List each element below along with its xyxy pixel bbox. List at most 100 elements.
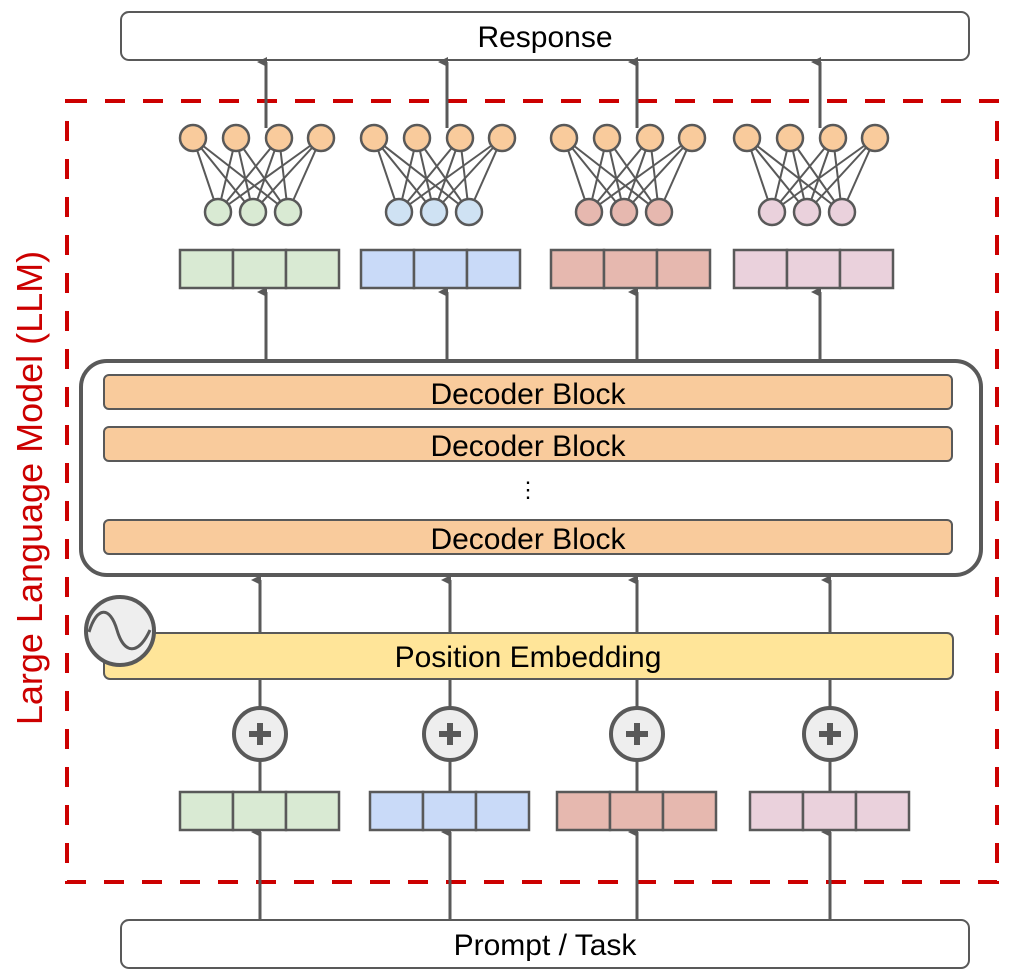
network-edge — [563, 137, 625, 213]
hidden-node — [238, 197, 268, 227]
hidden-node — [644, 197, 674, 227]
token-column-4 — [732, 57, 911, 920]
hidden-node — [384, 197, 414, 227]
hidden-node — [574, 197, 604, 227]
input-embedding-cell — [421, 790, 478, 832]
token-column-1 — [178, 57, 341, 920]
output-embedding-cell — [284, 248, 341, 290]
decoder-block-label: Decoder Block — [430, 523, 626, 556]
output-embedding-cell — [359, 248, 416, 290]
decoder-ellipsis: ⋮ — [517, 477, 539, 502]
input-embedding-cell — [555, 790, 612, 832]
hidden-node — [454, 197, 484, 227]
output-embedding-cell — [412, 248, 469, 290]
input-embedding-cell — [608, 790, 665, 832]
output-embedding-cell — [602, 248, 659, 290]
neural-network-head — [732, 123, 890, 227]
network-edge — [563, 137, 660, 213]
input-embedding-cell — [368, 790, 425, 832]
hidden-node — [419, 197, 449, 227]
output-node — [732, 123, 762, 153]
input-embedding-cell — [801, 790, 858, 832]
output-node — [592, 123, 622, 153]
network-edge — [771, 137, 834, 213]
decoder-block-1: Decoder Block — [103, 374, 953, 411]
output-embedding-cell — [838, 248, 895, 290]
network-edge — [373, 137, 470, 213]
hidden-node — [203, 197, 233, 227]
neural-network-head — [178, 123, 336, 227]
output-node — [264, 123, 294, 153]
llm-label: Large Language Model (LLM) — [9, 251, 50, 725]
output-node — [818, 123, 848, 153]
network-edge — [588, 137, 651, 213]
network-edge — [433, 137, 503, 213]
llm-boundary — [65, 99, 999, 884]
decoder-block-3: Decoder Block — [103, 519, 953, 556]
hidden-node — [827, 197, 857, 227]
network-edge — [398, 137, 503, 213]
position-embedding: Position Embedding — [103, 632, 954, 680]
input-embedding-cell — [178, 790, 235, 832]
network-edge — [746, 137, 808, 213]
network-edge — [606, 137, 660, 213]
network-edge — [806, 137, 876, 213]
response-box: Response — [120, 11, 970, 61]
token-column-3 — [549, 57, 718, 920]
input-embedding-cell — [284, 790, 341, 832]
output-node — [775, 123, 805, 153]
decoder-block-label: Decoder Block — [430, 378, 626, 411]
token-column-2 — [359, 57, 531, 920]
output-node — [487, 123, 517, 153]
input-embedding-cell — [661, 790, 718, 832]
plus-icon — [422, 706, 478, 762]
output-embedding-cell — [178, 248, 235, 290]
network-edge — [398, 137, 461, 213]
network-edge — [416, 137, 470, 213]
output-node — [677, 123, 707, 153]
hidden-node — [757, 197, 787, 227]
output-node — [359, 123, 389, 153]
output-node — [402, 123, 432, 153]
plus-icon — [802, 706, 858, 762]
output-node — [635, 123, 665, 153]
output-node — [860, 123, 890, 153]
decoder-block-label: Decoder Block — [430, 430, 626, 463]
output-embedding-cell — [549, 248, 606, 290]
neural-network-head — [359, 123, 517, 227]
network-edge — [235, 137, 289, 213]
network-edge — [588, 137, 693, 213]
plus-glyph — [439, 723, 461, 745]
neural-network-head — [549, 123, 707, 227]
sine-wave-icon — [84, 595, 156, 667]
network-edge — [623, 137, 693, 213]
input-embedding-cell — [748, 790, 805, 832]
output-node — [445, 123, 475, 153]
output-node — [549, 123, 579, 153]
prompt-label: Prompt / Task — [454, 929, 638, 962]
prompt-box: Prompt / Task — [120, 919, 970, 969]
network-edge — [746, 137, 843, 213]
output-embedding-cell — [655, 248, 712, 290]
network-edge — [252, 137, 322, 213]
network-edge — [192, 137, 289, 213]
hidden-node — [609, 197, 639, 227]
hidden-node — [792, 197, 822, 227]
input-embedding-cell — [854, 790, 911, 832]
position-embedding-label: Position Embedding — [395, 641, 662, 674]
network-edge — [771, 137, 876, 213]
network-edge — [217, 137, 280, 213]
output-embedding-cell — [231, 248, 288, 290]
input-embedding-cell — [474, 790, 531, 832]
decoder-block-2: Decoder Block — [103, 426, 953, 463]
output-node — [178, 123, 208, 153]
output-node — [221, 123, 251, 153]
hidden-node — [273, 197, 303, 227]
plus-glyph — [626, 723, 648, 745]
output-node — [306, 123, 336, 153]
plus-icon — [232, 706, 288, 762]
network-edge — [789, 137, 843, 213]
output-embedding-cell — [785, 248, 842, 290]
output-embedding-cell — [732, 248, 789, 290]
